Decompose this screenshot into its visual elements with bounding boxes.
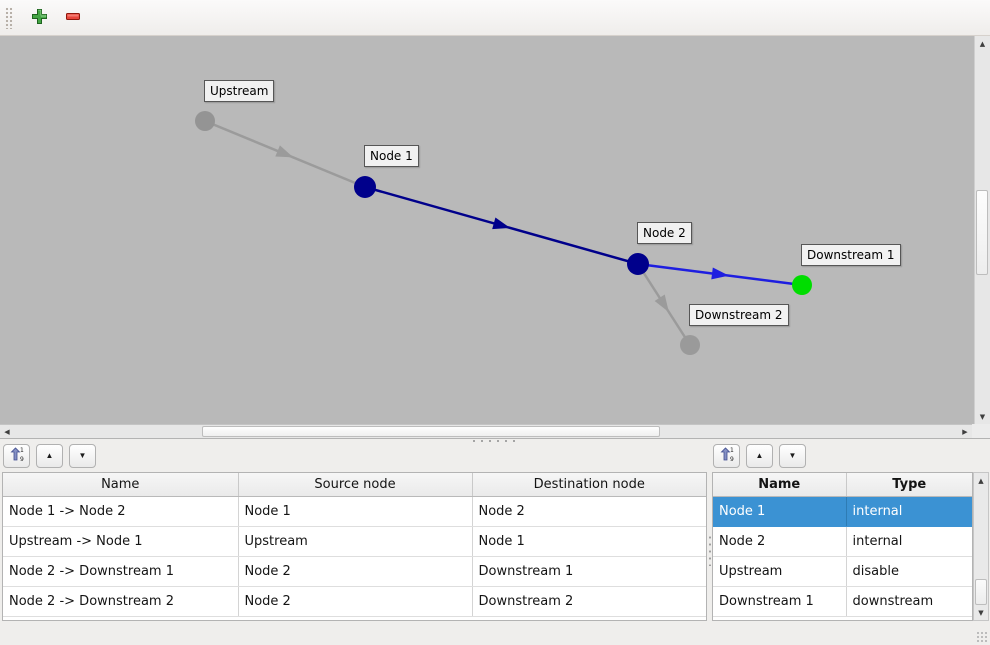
remove-button[interactable] — [57, 3, 89, 33]
table-cell[interactable]: Downstream 1 — [472, 556, 706, 587]
column-header-type[interactable]: Type — [846, 473, 972, 497]
table-cell[interactable]: Node 1 — [472, 526, 706, 557]
down-triangle-icon: ▼ — [788, 451, 797, 460]
horizontal-splitter-handle[interactable] — [470, 439, 516, 443]
table-cell[interactable]: Upstream — [713, 556, 847, 587]
table-cell[interactable]: disable — [846, 556, 972, 587]
scroll-up-icon: ▲ — [979, 39, 986, 48]
svg-text:1: 1 — [730, 447, 734, 454]
nodes-scrollbar-thumb[interactable] — [975, 579, 987, 605]
node-label-node2[interactable]: Node 2 — [637, 222, 692, 244]
scroll-down-icon: ▼ — [978, 608, 984, 617]
nodes-sort-button[interactable]: 1 9 — [713, 444, 740, 468]
minus-icon — [65, 8, 82, 28]
column-header-name[interactable]: Name — [3, 473, 239, 497]
scroll-down-button[interactable]: ▼ — [975, 606, 987, 619]
table-cell[interactable]: Node 2 -> Downstream 2 — [3, 586, 239, 617]
column-header-destination-node[interactable]: Destination node — [472, 473, 706, 497]
edges-move-down-button[interactable]: ▼ — [69, 444, 96, 468]
table-cell[interactable]: downstream — [846, 586, 972, 617]
nodes-move-up-button[interactable]: ▲ — [746, 444, 773, 468]
table-cell[interactable]: Downstream 1 — [713, 586, 847, 617]
node-label-node1[interactable]: Node 1 — [364, 145, 419, 167]
add-button[interactable] — [23, 3, 55, 33]
node-label-downstream1[interactable]: Downstream 1 — [801, 244, 901, 266]
edge-arrow-icon — [492, 217, 511, 230]
table-cell[interactable]: Node 2 — [238, 586, 473, 617]
nodes-move-down-button[interactable]: ▼ — [779, 444, 806, 468]
table-cell[interactable]: Downstream 2 — [472, 586, 706, 617]
table-cell[interactable]: Node 1 — [713, 496, 847, 527]
canvas-horizontal-scrollbar[interactable]: ◀ ▶ — [0, 424, 972, 439]
svg-text:9: 9 — [20, 456, 24, 462]
up-triangle-icon: ▲ — [755, 451, 764, 460]
edge-arrow-icon — [654, 294, 669, 313]
graph-node-downstream1[interactable] — [792, 275, 812, 295]
table-cell[interactable]: Node 1 — [238, 496, 473, 527]
node-label-downstream2[interactable]: Downstream 2 — [689, 304, 789, 326]
scroll-down-icon: ▼ — [979, 412, 986, 421]
table-cell[interactable]: Node 1 -> Node 2 — [3, 496, 239, 527]
scroll-right-button[interactable]: ▶ — [959, 426, 971, 437]
table-cell[interactable]: Node 2 — [713, 526, 847, 557]
window-resize-grip[interactable] — [976, 631, 987, 642]
scroll-left-button[interactable]: ◀ — [1, 426, 13, 437]
table-cell[interactable]: Node 2 -> Downstream 1 — [3, 556, 239, 587]
column-header-source-node[interactable]: Source node — [238, 473, 473, 497]
toolbar-grip[interactable] — [5, 6, 13, 29]
graph-node-node2[interactable] — [627, 253, 649, 275]
vertical-splitter-handle[interactable] — [708, 534, 712, 566]
svg-text:9: 9 — [730, 456, 734, 462]
sort-ascending-icon: 1 9 — [10, 447, 24, 465]
down-triangle-icon: ▼ — [78, 451, 87, 460]
scroll-up-icon: ▲ — [978, 476, 984, 485]
up-triangle-icon: ▲ — [45, 451, 54, 460]
scroll-right-icon: ▶ — [962, 427, 968, 436]
table-cell[interactable]: Upstream — [238, 526, 473, 557]
sort-ascending-icon: 1 9 — [720, 447, 734, 465]
table-cell[interactable]: Upstream -> Node 1 — [3, 526, 239, 557]
graph — [195, 111, 812, 355]
graph-node-downstream2[interactable] — [680, 335, 700, 355]
table-cell[interactable]: internal — [846, 496, 972, 527]
edges-move-up-button[interactable]: ▲ — [36, 444, 63, 468]
svg-text:1: 1 — [20, 447, 24, 454]
scroll-up-button[interactable]: ▲ — [975, 474, 987, 487]
column-header-name[interactable]: Name — [713, 473, 847, 497]
nodes-table-scrollbar[interactable]: ▲ ▼ — [973, 472, 989, 621]
edge-arrow-icon — [711, 267, 729, 280]
node-label-upstream[interactable]: Upstream — [204, 80, 275, 102]
table-cell[interactable]: Node 2 — [238, 556, 473, 587]
horizontal-scrollbar-thumb[interactable] — [202, 426, 660, 437]
table-cell[interactable]: internal — [846, 526, 972, 557]
scroll-up-button[interactable]: ▲ — [976, 37, 989, 50]
scroll-left-icon: ◀ — [4, 427, 10, 436]
edges-sort-button[interactable]: 1 9 — [3, 444, 30, 468]
canvas-vertical-scrollbar[interactable]: ▲ ▼ — [974, 36, 990, 424]
edge-arrow-icon — [275, 145, 294, 158]
graph-node-upstream[interactable] — [195, 111, 215, 131]
graph-node-node1[interactable] — [354, 176, 376, 198]
main-toolbar — [0, 0, 990, 36]
plus-icon — [31, 8, 48, 28]
vertical-scrollbar-thumb[interactable] — [976, 190, 988, 275]
table-cell[interactable]: Node 2 — [472, 496, 706, 527]
scrollbar-corner — [972, 424, 990, 439]
scroll-down-button[interactable]: ▼ — [976, 410, 989, 423]
